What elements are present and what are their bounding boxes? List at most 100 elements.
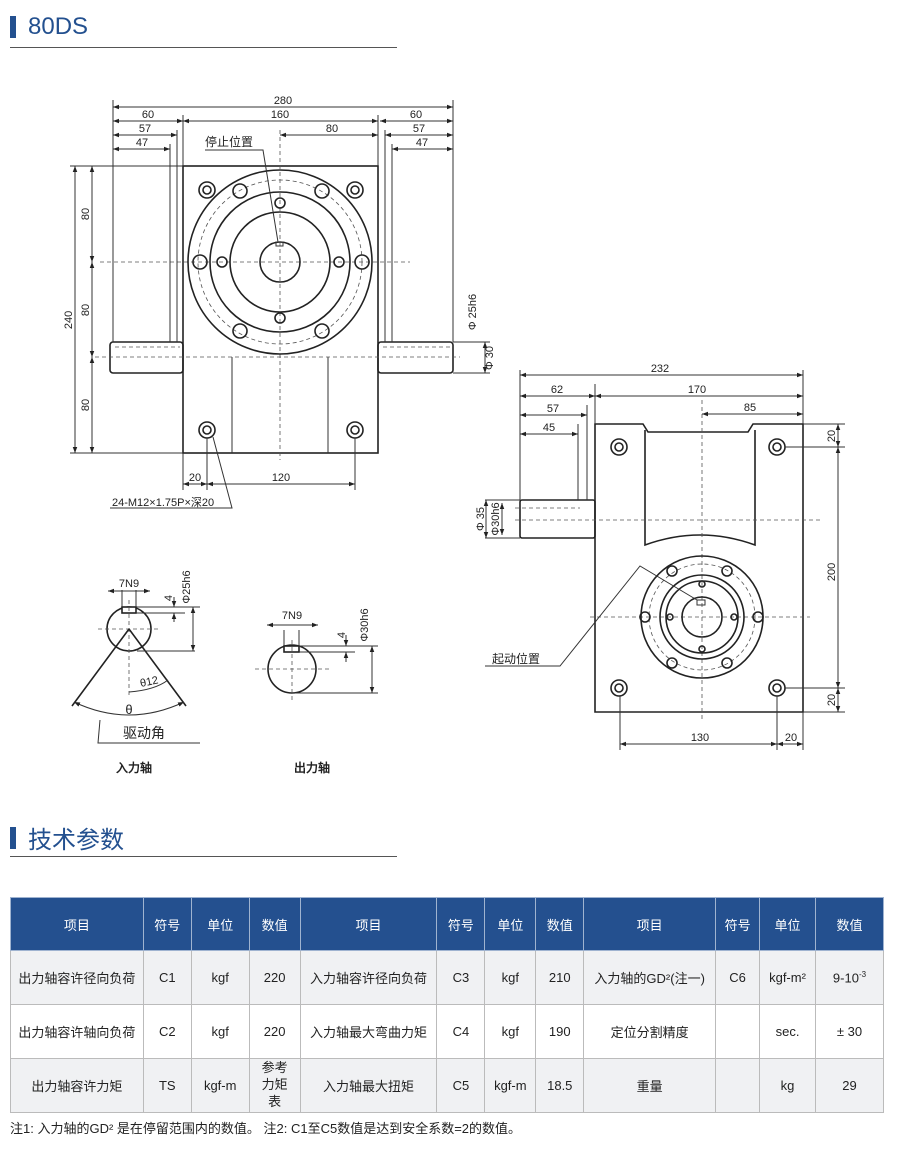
table-cell: 18.5 — [535, 1058, 585, 1113]
title-bar — [10, 16, 16, 38]
header-cell: 项目 — [299, 897, 438, 951]
table-cell: C4 — [436, 1004, 486, 1059]
table-cell: kg — [759, 1058, 816, 1113]
dim-dia-35: Φ 35 — [475, 507, 487, 531]
dim-shaft-25h6: Φ 25h6 — [467, 294, 479, 330]
footnote: 注1: 入力轴的GD² 是在停留范围内的数值。 注2: C1至C5数值是达到安全… — [10, 1121, 522, 1136]
dim-57-right: 57 — [413, 123, 425, 135]
table-cell: C3 — [436, 950, 486, 1005]
section-bar — [10, 826, 16, 849]
start-position-label: 起动位置 — [492, 651, 540, 666]
table-cell: TS — [142, 1058, 192, 1113]
dim-240: 240 — [63, 311, 75, 329]
table-cell: kgf — [190, 950, 250, 1005]
header-cell: 数值 — [814, 897, 885, 951]
dim-47-right: 47 — [416, 137, 428, 149]
dim-60-right: 60 — [410, 109, 422, 121]
dim-80-half: 80 — [326, 123, 338, 135]
dim-120: 120 — [272, 472, 290, 484]
dim-80-top: 80 — [80, 208, 92, 220]
stop-position-label: 停止位置 — [205, 134, 253, 149]
table-cell: 出力轴容许力矩 — [10, 1058, 144, 1113]
gd2-exponent: -3 — [858, 969, 867, 979]
output-dia-label: Φ30h6 — [359, 608, 371, 641]
table-cell: 9-10-3 — [814, 950, 885, 1005]
table-cell: 出力轴容许轴向负荷 — [10, 1004, 144, 1059]
output-shaft-section: 7N9 4 Φ30h6 出力轴 — [255, 608, 378, 775]
out-key-depth-label: 4 — [336, 632, 348, 638]
input-shaft-label: 入力轴 — [116, 760, 152, 775]
header-cell: 符号 — [436, 897, 486, 951]
model-title-text: 80DS — [28, 13, 89, 40]
gd2-value: 9-10 — [832, 970, 859, 986]
table-cell: 210 — [535, 950, 585, 1005]
out-key-width-label: 7N9 — [282, 610, 302, 622]
table-row: 出力轴容许径向负荷 C1 kgf 220 入力轴容许径向负荷 C3 kgf 21… — [10, 950, 885, 1005]
dim-170: 170 — [688, 384, 706, 396]
header-cell: 数值 — [535, 897, 585, 951]
table-cell — [715, 1058, 761, 1113]
header-cell: 项目 — [583, 897, 717, 951]
table-cell: kgf-m² — [759, 950, 816, 1005]
table-cell: sec. — [759, 1004, 816, 1059]
dim-80-bottom: 80 — [80, 399, 92, 411]
input-dia-label: Φ25h6 — [181, 570, 193, 603]
output-shaft-label: 出力轴 — [294, 760, 330, 775]
input-shaft-section: 7N9 4 Φ25h6 θ12 θ 驱动角 入力轴 — [71, 570, 200, 775]
table-cell: kgf-m — [190, 1058, 250, 1113]
section-title: 技术参数 — [10, 820, 124, 855]
table-row: 出力轴容许轴向负荷 C2 kgf 220 入力轴最大弯曲力矩 C4 kgf 19… — [10, 1004, 885, 1059]
table-cell: 入力轴最大弯曲力矩 — [299, 1004, 438, 1059]
table-cell: C1 — [142, 950, 192, 1005]
dim-232: 232 — [651, 363, 669, 375]
divider — [10, 856, 397, 857]
model-title: 80DS — [10, 13, 88, 41]
header-cell: 单位 — [759, 897, 816, 951]
header-cell: 数值 — [248, 897, 301, 951]
table-cell: 入力轴的GD²(注一) — [583, 950, 717, 1005]
table-row: 出力轴容许力矩 TS kgf-m 参考力矩表 入力轴最大扭矩 C5 kgf-m … — [10, 1058, 885, 1113]
table-cell: kgf — [484, 1004, 537, 1059]
header-cell: 单位 — [190, 897, 250, 951]
table-cell: 参考力矩表 — [248, 1058, 301, 1113]
table-cell: 220 — [248, 950, 301, 1005]
header-cell: 符号 — [142, 897, 192, 951]
dim-dia-30h6: Φ30h6 — [490, 502, 502, 535]
table-cell: 入力轴容许径向负荷 — [299, 950, 438, 1005]
dim-160: 160 — [271, 109, 289, 121]
table-cell: 220 — [248, 1004, 301, 1059]
spec-table: 项目 符号 单位 数值 项目 符号 单位 数值 项目 符号 单位 数值 出力轴容… — [10, 897, 885, 1113]
table-cell — [715, 1004, 761, 1059]
dim-62: 62 — [551, 384, 563, 396]
dim-57: 57 — [547, 403, 559, 415]
dim-200: 200 — [826, 563, 838, 581]
theta-label: θ — [125, 702, 132, 717]
dim-130: 130 — [691, 732, 709, 744]
key-width-label: 7N9 — [119, 578, 139, 590]
table-cell: ± 30 — [814, 1004, 885, 1059]
dim-85: 85 — [744, 402, 756, 414]
dim-45: 45 — [543, 422, 555, 434]
technical-drawing: 280 60 160 60 57 80 57 47 47 停止位置 240 80… — [63, 95, 845, 775]
dim-20-bottom: 20 — [826, 694, 838, 706]
table-cell: C2 — [142, 1004, 192, 1059]
table-cell: 出力轴容许径向负荷 — [10, 950, 144, 1005]
divider — [10, 47, 397, 48]
table-cell: C5 — [436, 1058, 486, 1113]
dim-57-left: 57 — [139, 123, 151, 135]
table-cell: kgf-m — [484, 1058, 537, 1113]
drive-angle-label: 驱动角 — [123, 725, 165, 741]
header-cell: 单位 — [484, 897, 537, 951]
header-cell: 项目 — [10, 897, 144, 951]
front-view: 280 60 160 60 57 80 57 47 47 停止位置 240 80… — [63, 95, 496, 509]
dim-280: 280 — [274, 95, 292, 107]
thread-label: 24-M12×1.75P×深20 — [112, 496, 214, 509]
dim-shaft-30: Φ 30 — [484, 346, 496, 370]
table-cell: kgf — [484, 950, 537, 1005]
dim-20-top: 20 — [826, 430, 838, 442]
side-view: 232 62 170 57 85 45 20 200 20 130 20 Φ 3… — [475, 363, 845, 750]
table-cell: 190 — [535, 1004, 585, 1059]
header-cell: 符号 — [715, 897, 761, 951]
table-cell: kgf — [190, 1004, 250, 1059]
dim-20: 20 — [189, 472, 201, 484]
